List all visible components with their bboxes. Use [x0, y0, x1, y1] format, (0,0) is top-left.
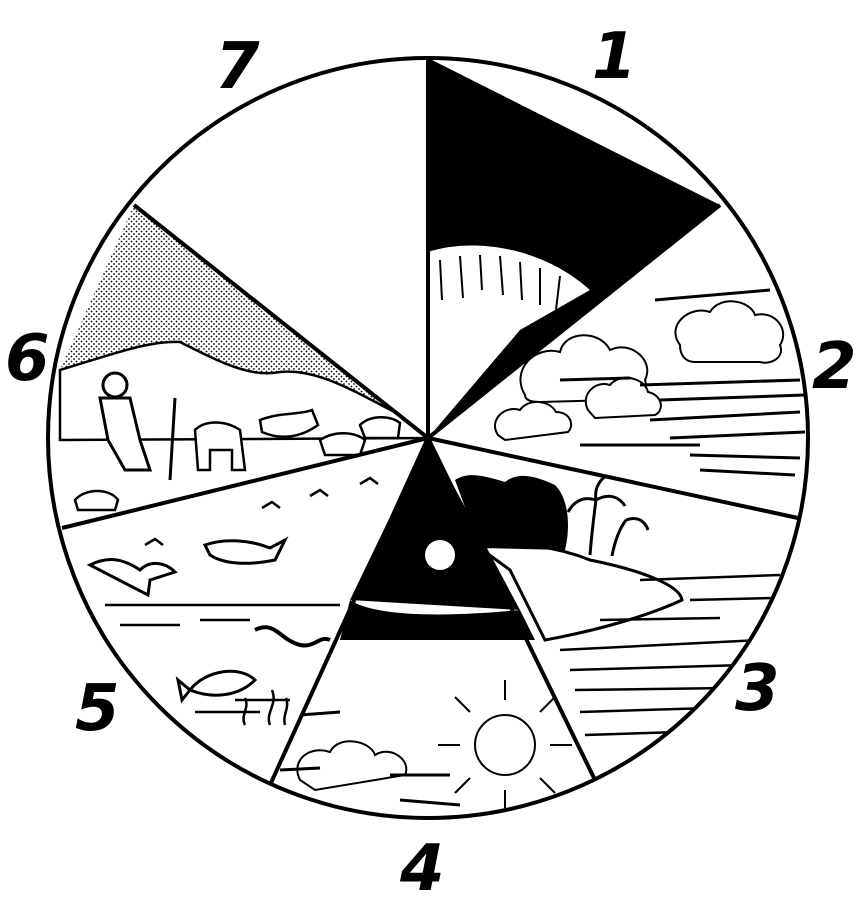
section-number-7: 7	[215, 30, 260, 104]
flying-birds-icon	[145, 478, 378, 545]
sun-icon	[438, 680, 572, 808]
section-number-3: 3	[735, 652, 780, 726]
cloud-icon	[297, 741, 406, 790]
section-number-1: 1	[592, 20, 637, 94]
section-number-6: 6	[5, 322, 50, 396]
bird-icon	[90, 540, 285, 595]
moon-icon	[425, 540, 455, 570]
eel-icon	[255, 627, 330, 645]
seaweed-icon	[244, 690, 288, 725]
section-number-2: 2	[812, 330, 856, 404]
section-number-5: 5	[75, 672, 120, 746]
palm-tree-icon	[568, 476, 648, 556]
fish-icon	[178, 671, 255, 700]
section-5-fish-birds	[90, 478, 378, 725]
section-number-4: 4	[399, 832, 445, 898]
